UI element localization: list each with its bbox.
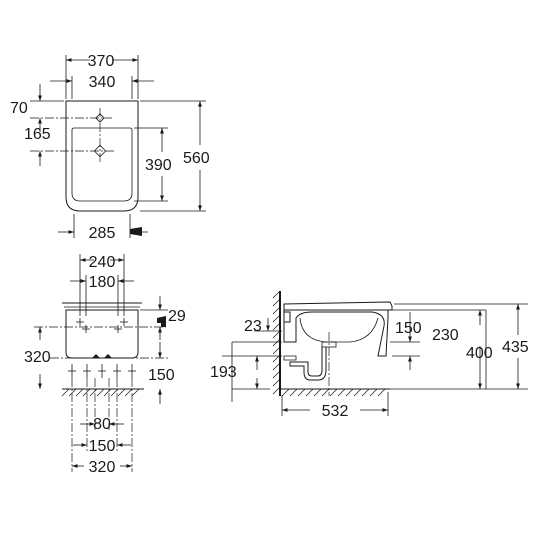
- side-view: 23 193 150 230 400 435 532: [210, 290, 529, 420]
- dim-inner-height: 390: [145, 157, 172, 174]
- side-view-rim: [283, 301, 393, 311]
- fixing-bracket-icon: [130, 227, 142, 236]
- dim-fixing-outer: 240: [89, 254, 116, 271]
- floor-fixing-marker: [68, 364, 136, 378]
- dim-top-to-hole: 70: [10, 100, 28, 117]
- dim-spacing-large: 320: [89, 459, 116, 476]
- top-view-bowl: [71, 127, 133, 202]
- dim-width-overall: 370: [88, 53, 115, 70]
- rear-view: 240 180 29 320 150: [24, 254, 186, 476]
- dim-top-offset: 29: [168, 308, 186, 325]
- dim-supply-height: 150: [148, 367, 175, 384]
- dim-projection: 532: [322, 403, 349, 420]
- dim-bottom-width: 285: [89, 225, 116, 242]
- dim-rim-to-outlet: 230: [432, 327, 459, 344]
- dim-fixing-height: 320: [24, 349, 51, 366]
- waste-trap: [289, 347, 327, 381]
- top-view: 370 340 70 165 390 560 285: [10, 53, 210, 242]
- dim-outlet-height: 150: [395, 320, 422, 337]
- dim-spacing-small: 80: [93, 416, 111, 433]
- floor-hatch: [281, 388, 386, 397]
- dim-spacing-mid: 150: [89, 438, 116, 455]
- side-view-outline: [283, 310, 389, 357]
- dim-rim-height: 400: [466, 345, 493, 362]
- dim-overall-height: 560: [183, 150, 210, 167]
- floor-hatch: [61, 388, 140, 397]
- fixing-bracket-icon: [157, 316, 166, 327]
- rear-view-outline: [65, 309, 139, 359]
- dim-top-to-lower-hole: 165: [24, 126, 51, 143]
- dim-fixing-inner: 180: [89, 274, 116, 291]
- dim-waste-height: 193: [210, 364, 237, 381]
- top-view-outline: [65, 100, 139, 212]
- dim-width-inner: 340: [89, 74, 116, 91]
- fixing-hole-marker: [76, 318, 128, 333]
- tap-hole-marker: [93, 144, 107, 158]
- side-view-bowl: [299, 317, 379, 343]
- tap-hole-marker: [95, 113, 105, 123]
- dim-overall-height-side: 435: [502, 339, 529, 356]
- wall-hatch: [272, 290, 281, 395]
- dim-wall-offset: 23: [244, 318, 262, 335]
